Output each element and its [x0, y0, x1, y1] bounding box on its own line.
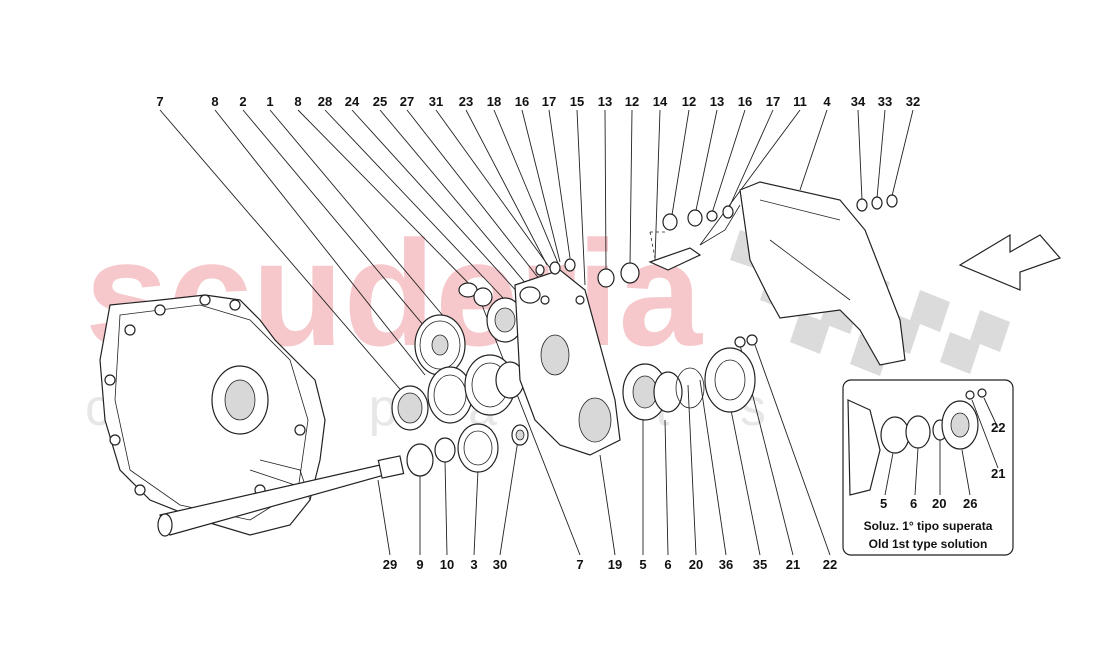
part-label-5: 5 — [639, 557, 646, 572]
part-label-13b: 13 — [710, 94, 724, 109]
selector-fork — [648, 204, 741, 271]
part-label-25: 25 — [373, 94, 387, 109]
part-label-12: 12 — [625, 94, 639, 109]
part-label-1: 1 — [266, 94, 273, 109]
part-label-29: 29 — [383, 557, 397, 572]
part-label-6: 6 — [664, 557, 671, 572]
part-label-20: 20 — [689, 557, 703, 572]
part-label-8b: 8 — [294, 94, 301, 109]
part-label-28: 28 — [318, 94, 332, 109]
inset-label-6: 6 — [910, 496, 917, 511]
bottom-part-labels: 29 9 10 3 30 7 19 5 6 20 36 35 21 22 — [383, 557, 837, 572]
bearing-set — [535, 258, 758, 421]
part-label-31: 31 — [429, 94, 443, 109]
part-label-30: 30 — [493, 557, 507, 572]
part-label-9: 9 — [416, 557, 423, 572]
part-label-22: 22 — [823, 557, 837, 572]
part-label-10: 10 — [440, 557, 454, 572]
inset-label-20: 20 — [932, 496, 946, 511]
part-label-35: 35 — [753, 557, 767, 572]
transfer-case — [514, 269, 621, 456]
part-label-3: 3 — [470, 557, 477, 572]
shaft-29 — [157, 455, 405, 537]
inset-label-21: 21 — [991, 466, 1005, 481]
part-label-2: 2 — [239, 94, 246, 109]
inset-old-solution: 5 6 20 26 21 22 Soluz. 1° tipo superata … — [842, 379, 1014, 556]
gear-cluster — [391, 282, 529, 477]
part-label-36: 36 — [719, 557, 733, 572]
part-label-18: 18 — [487, 94, 501, 109]
part-label-24: 24 — [345, 94, 360, 109]
inset-caption-italian: Soluz. 1° tipo superata — [864, 519, 993, 533]
cover-plate — [739, 181, 906, 366]
part-label-12b: 12 — [682, 94, 696, 109]
part-label-19: 19 — [608, 557, 622, 572]
part-label-17b: 17 — [766, 94, 780, 109]
inset-label-26: 26 — [963, 496, 977, 511]
part-label-15: 15 — [570, 94, 584, 109]
part-label-4: 4 — [823, 94, 831, 109]
inset-label-5: 5 — [880, 496, 887, 511]
part-label-33: 33 — [878, 94, 892, 109]
part-label-7: 7 — [156, 94, 163, 109]
part-label-17: 17 — [542, 94, 556, 109]
nuts-34-33-32 — [856, 194, 898, 212]
top-part-labels: 7 8 2 1 8 28 24 25 27 31 23 18 16 17 15 … — [156, 94, 920, 109]
direction-arrow — [958, 233, 1062, 291]
part-label-23: 23 — [459, 94, 473, 109]
part-label-11: 11 — [793, 94, 807, 109]
part-label-7b: 7 — [576, 557, 583, 572]
part-label-16: 16 — [515, 94, 529, 109]
part-label-34: 34 — [851, 94, 866, 109]
inset-caption-english: Old 1st type solution — [869, 537, 988, 551]
part-label-32: 32 — [906, 94, 920, 109]
part-label-21: 21 — [786, 557, 800, 572]
part-label-27: 27 — [400, 94, 414, 109]
inset-label-22: 22 — [991, 420, 1005, 435]
part-label-14: 14 — [653, 94, 668, 109]
part-label-16b: 16 — [738, 94, 752, 109]
gearbox-housing — [99, 294, 326, 536]
part-label-13: 13 — [598, 94, 612, 109]
leader-lines — [159, 109, 914, 396]
part-label-8: 8 — [211, 94, 218, 109]
